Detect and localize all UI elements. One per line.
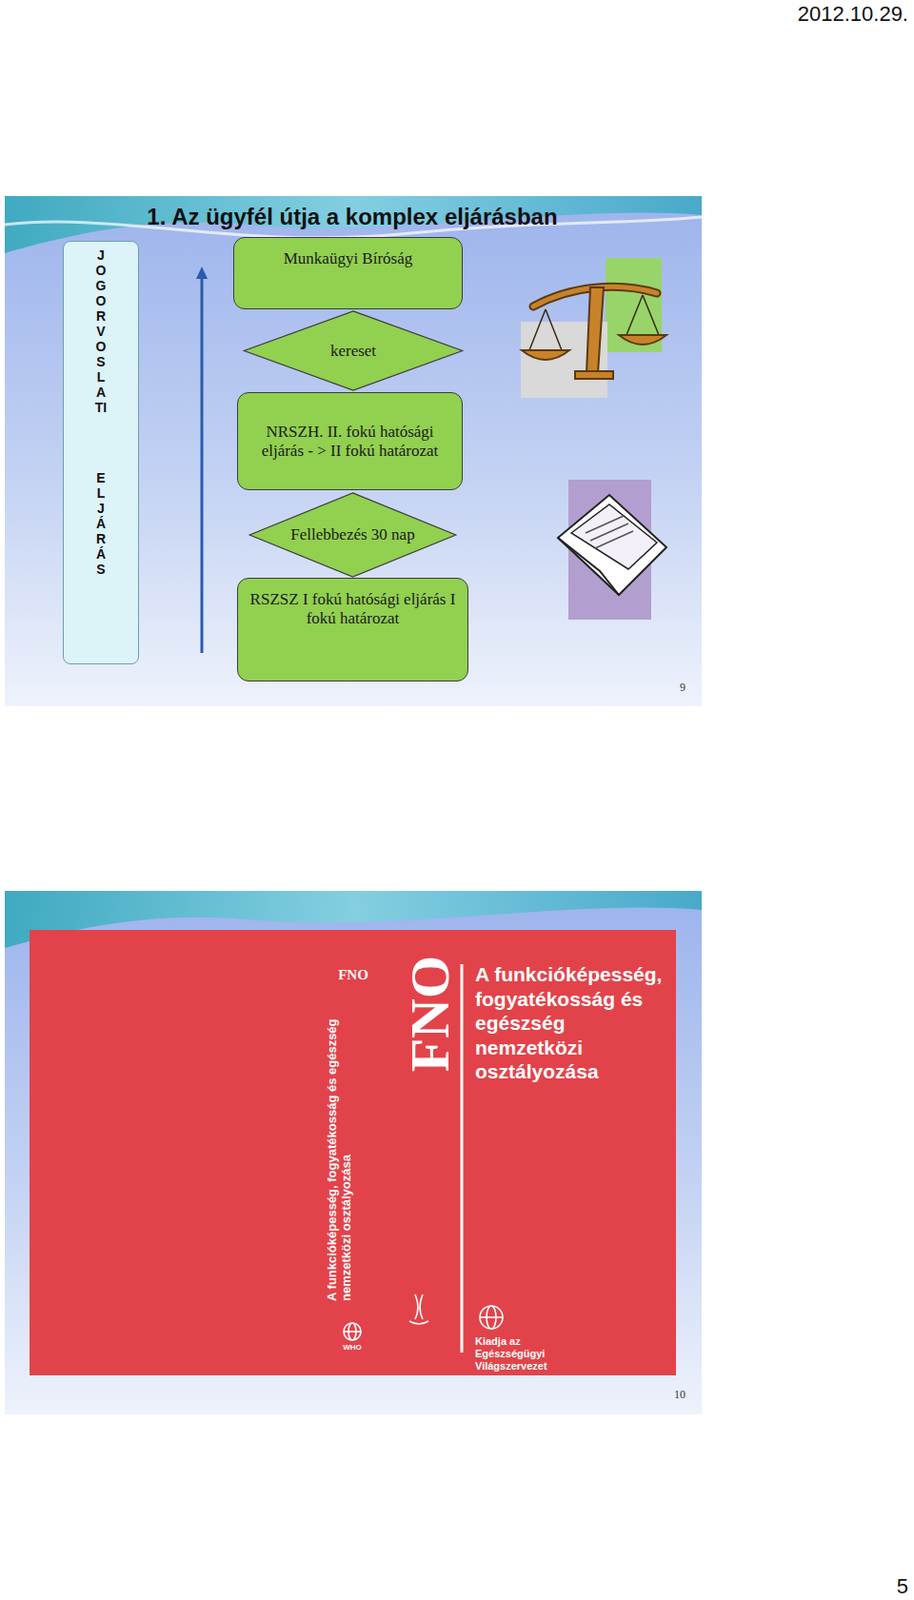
direction-arrow <box>200 276 204 654</box>
text-group: Munkaügyi Bíróság <box>283 249 414 269</box>
text-group: RSZSZ I fokú hatósági eljárás I fokú hat… <box>245 590 460 629</box>
scales-icon <box>521 286 667 379</box>
text-group: NRSZH. II. fokú hatósági eljárás - > II … <box>245 422 455 461</box>
page-number: 5 <box>856 1574 909 1599</box>
diamond-shape <box>243 311 462 391</box>
text-group: kereset <box>330 341 377 361</box>
cover-rule <box>460 964 464 1353</box>
node-text: Fellebbezés 30 nap <box>290 525 415 545</box>
node-text: NRSZH. II. fokú hatósági eljárás - > II … <box>245 422 455 461</box>
book-cover <box>29 930 676 1376</box>
slide-ground <box>4 891 702 1415</box>
appeal-diamond: Fellebbezés 30 nap <box>247 492 458 578</box>
slide-ground <box>4 196 702 707</box>
procedure-band: JOGORVOSLATI ELJÁRÁS <box>62 240 140 665</box>
node-text: Munkaügyi Bíróság <box>283 249 414 269</box>
vertical-label: JOGORVOSLATI <box>94 247 108 416</box>
slide-number: 9 <box>647 681 686 696</box>
who-logo <box>343 1294 503 1341</box>
text-group: Fellebbezés 30 nap <box>290 525 415 545</box>
arrow-head <box>196 266 208 279</box>
diamond-shape <box>249 493 457 577</box>
node-text: RSZSZ I fokú hatósági eljárás I fokú hat… <box>245 590 460 629</box>
node-text: kereset <box>330 341 377 361</box>
slide-title: 1. Az ügyfél útja a komplex eljárásban <box>57 203 648 231</box>
text-group: JOGORVOSLATI ELJÁRÁS <box>94 247 108 577</box>
publisher-text: Kiadja az Egészségügyi Világszervezet <box>475 1335 590 1374</box>
cover-title: A funkcióképesség, fogyatékosság és egés… <box>475 962 666 1085</box>
court-box: Munkaügyi Bíróság <box>233 237 463 310</box>
vertical-label: ELJÁRÁS <box>94 470 108 577</box>
cover-small-title: FNO <box>329 967 378 984</box>
letter-icon <box>557 495 667 596</box>
action-diamond: kereset <box>241 310 465 392</box>
who-text: WHO <box>333 1343 372 1352</box>
first-instance-box: RSZSZ I fokú hatósági eljárás I fokú hat… <box>237 577 469 682</box>
second-instance-box: NRSZH. II. fokú hatósági eljárás - > II … <box>237 392 463 491</box>
spine-text: A funkcióképesség, fogyatékosság és egés… <box>325 1006 355 1302</box>
slide-number: 10 <box>647 1389 686 1403</box>
cover-big-title: FNO <box>398 957 463 1073</box>
date: 2012.10.29. <box>780 1 909 26</box>
